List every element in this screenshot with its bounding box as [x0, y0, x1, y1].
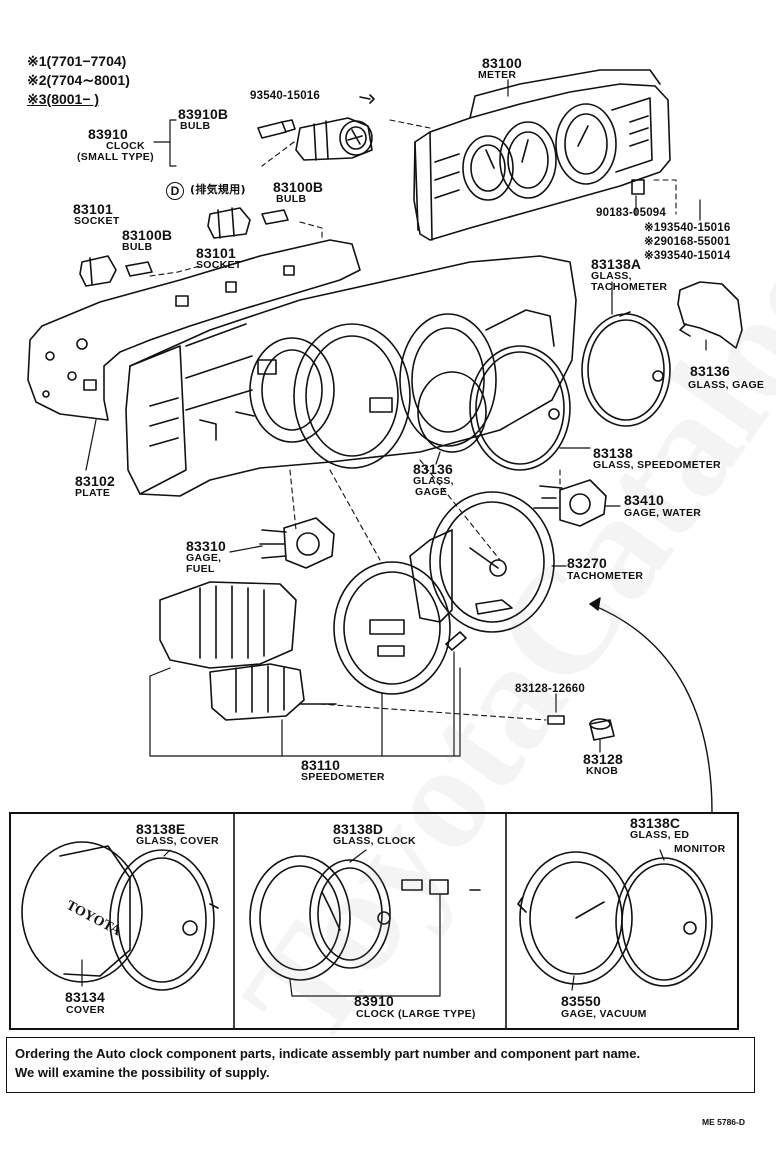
part-83134-number: 83134: [65, 989, 105, 1005]
part-83136-r-name: GLASS, GAGE: [688, 379, 765, 391]
screw-3: ※393540-15014: [644, 250, 730, 262]
ordering-note: Ordering the Auto clock component parts,…: [6, 1037, 755, 1093]
legend-1: ※1(7701−7704): [27, 52, 126, 70]
leader-lines: [81, 79, 707, 997]
part-83101-a-number: 83101: [73, 201, 113, 217]
part-83100b-a-number: 83100B: [273, 179, 324, 195]
screw-1-mark: ※1: [644, 222, 661, 234]
d-note-text: (排気規用): [190, 183, 246, 196]
part-83138c-name1: GLASS, ED: [630, 829, 690, 841]
legend-range-2: (7704∼8001): [46, 72, 130, 88]
large-clock-drawing: [249, 855, 481, 981]
part-83138c-number: 83138C: [630, 815, 681, 831]
part-83100b-b-name: BULB: [122, 241, 153, 253]
legend-mark-2: ※2: [27, 72, 47, 88]
part-83910b-number: 83910B: [178, 106, 229, 122]
glass-tachometer-drawing: [581, 311, 671, 427]
part-83136-c-name2: GAGE: [415, 486, 448, 498]
legend-range-1: (7701−7704): [46, 53, 127, 69]
screw-2: ※290168-55001: [644, 236, 730, 248]
part-83138e-number: 83138E: [136, 821, 186, 837]
glass-speedometer-drawing: [417, 345, 571, 471]
part-83138a-number: 83138A: [591, 256, 642, 272]
part-83550-name: GAGE, VACUUM: [561, 1008, 647, 1020]
part-83101-b-number: 83101: [196, 245, 236, 261]
part-83270-name: TACHOMETER: [567, 570, 644, 582]
part-83910-large-name: CLOCK (LARGE TYPE): [356, 1008, 476, 1020]
part-83138a-name1: GLASS,: [591, 270, 632, 282]
screw-3-number: 93540-15014: [660, 250, 731, 262]
meter-assembly-drawing: [413, 69, 671, 241]
part-83136-c-number: 83136: [413, 461, 453, 477]
part-90183-number: 90183-05094: [596, 207, 666, 219]
part-83102-number: 83102: [75, 473, 115, 489]
part-83100-name: METER: [478, 69, 517, 81]
legend-mark-3: ※3: [27, 91, 47, 107]
part-83128-12660-number: 83128-12660: [515, 683, 585, 695]
ordering-note-line1: Ordering the Auto clock component parts,…: [15, 1046, 641, 1061]
part-83910b-name: BULB: [180, 120, 211, 132]
part-83910-small-number: 83910: [88, 126, 128, 142]
part-83910-small-name2: (SMALL TYPE): [77, 151, 154, 163]
speedometer-drawing: [159, 561, 467, 721]
small-clock-drawing: [257, 94, 375, 161]
arrow-line: [589, 597, 713, 813]
screw-2-number: 90168-55001: [660, 236, 731, 248]
screw-1: ※193540-15016: [644, 222, 730, 234]
dashed-lines: [149, 119, 677, 721]
screw-3-mark: ※3: [644, 250, 661, 262]
part-83110-number: 83110: [301, 757, 341, 773]
diagram-code: ME 5786-D: [702, 1117, 745, 1127]
plate-drawing: [27, 239, 361, 421]
screw-1-number: 93540-15016: [660, 222, 731, 234]
part-83310-name1: GAGE,: [186, 552, 222, 564]
part-83310-name2: FUEL: [186, 563, 215, 575]
part-83128-name: KNOB: [586, 765, 619, 777]
legend-3: ※3(8001− ): [27, 90, 99, 108]
socket-bulb-drawing: [79, 207, 289, 287]
part-83134-name: COVER: [66, 1004, 105, 1016]
legend-range-3: (8001− ): [46, 91, 100, 107]
tachometer-drawing: [409, 491, 555, 633]
part-83102-name: PLATE: [75, 487, 111, 499]
variant-parts-box: [9, 812, 739, 1030]
part-83138a-name2: TACHOMETER: [591, 281, 668, 293]
screw-2-mark: ※2: [644, 236, 661, 248]
part-83101-b-name: SOCKET: [196, 259, 242, 271]
part-83138-name: GLASS, SPEEDOMETER: [593, 459, 721, 471]
part-83910-large-number: 83910: [354, 993, 394, 1009]
part-83128-number: 83128: [583, 751, 623, 767]
part-83138d-number: 83138D: [333, 821, 384, 837]
part-83270-number: 83270: [567, 555, 607, 571]
fuel-gage-drawing: [259, 517, 335, 569]
part-83310-number: 83310: [186, 538, 226, 554]
part-83138-number: 83138: [593, 445, 633, 461]
part-83100-number: 83100: [482, 55, 522, 71]
water-gage-drawing: [533, 479, 607, 527]
ordering-note-line2: We will examine the possibility of suppl…: [15, 1065, 270, 1080]
part-83910-small-name1: CLOCK: [106, 140, 145, 152]
part-83110-name: SPEEDOMETER: [301, 771, 385, 783]
part-83138d-name: GLASS, CLOCK: [333, 835, 416, 847]
d-mark: D: [166, 182, 184, 200]
vacuum-gage-drawing: [517, 851, 713, 987]
bottom-box-dividers: [233, 813, 507, 1029]
part-93540-top-number: 93540-15016: [250, 90, 320, 102]
part-83100b-b-number: 83100B: [122, 227, 173, 243]
legend-2: ※2(7704∼8001): [27, 71, 130, 89]
part-83138e-name: GLASS, COVER: [136, 835, 219, 847]
part-83101-a-name: SOCKET: [74, 215, 120, 227]
legend-mark-1: ※1: [27, 53, 47, 69]
part-83550-number: 83550: [561, 993, 601, 1009]
meter-case-drawing: [125, 255, 577, 497]
part-83410-number: 83410: [624, 492, 664, 508]
part-83410-name: GAGE, WATER: [624, 507, 702, 519]
part-83136-c-name1: GLASS,: [413, 475, 454, 487]
knob-drawing: [547, 715, 615, 741]
glass-gage-right-drawing: [677, 281, 743, 349]
part-83138c-name2: MONITOR: [674, 843, 726, 855]
part-83100b-a-name: BULB: [276, 193, 307, 205]
part-83136-r-number: 83136: [690, 363, 730, 379]
